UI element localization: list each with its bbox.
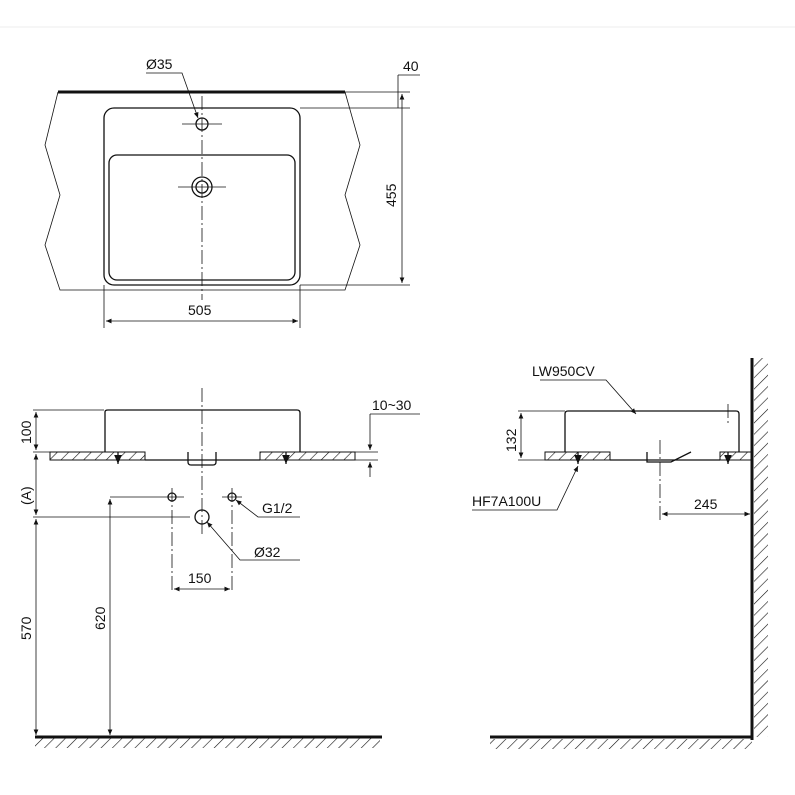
floor-hatch [490,739,752,749]
fixing-kit-label: HF7A100U [472,493,541,509]
supply-height-label: 620 [92,606,108,630]
supply-thread-label: G1/2 [262,500,293,516]
wall-distance-label: 245 [694,496,718,512]
height-100-label: 100 [18,420,34,444]
model-label: LW950CV [532,363,595,379]
tap-hole-dia-label: Ø35 [146,56,173,72]
countertop-right [259,451,356,461]
floor-hatch [35,738,380,748]
drain-outer [191,176,213,198]
basin-side [564,410,740,452]
wall-hatch [754,358,768,737]
top-view: Ø35 40 455 505 [44,56,420,328]
side-view: LW950CV 132 HF7A100U 245 [472,358,768,749]
drain-height-label: 570 [18,616,34,640]
counter-thickness-label: 10~30 [372,397,412,413]
width-label: 505 [188,302,212,318]
supply-spacing-label: 150 [188,570,212,586]
drain-inner [195,180,209,194]
deck-thickness-label: 40 [403,58,419,74]
a-dim-label: (A) [18,486,34,505]
side-height-label: 132 [503,428,519,452]
basin-front [104,409,301,452]
drain-body [646,451,692,463]
drain-dia-label: Ø32 [254,544,281,560]
tap-hole [195,117,209,131]
depth-label: 455 [383,183,399,207]
countertop-right [719,451,753,461]
drain-outlet [194,509,210,525]
countertop-left [49,451,146,461]
countertop-outline [44,91,361,291]
front-view: 100 (A) 10~30 G1/2 Ø32 150 570 620 [18,388,420,748]
drain-body [187,452,217,466]
